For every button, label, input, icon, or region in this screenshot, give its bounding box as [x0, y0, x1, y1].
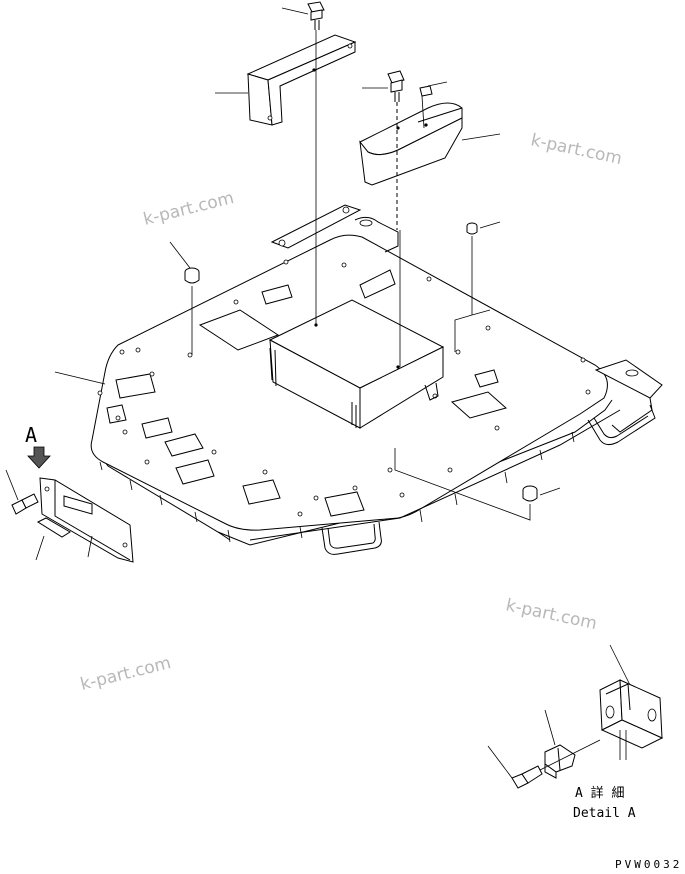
leader-lines: [5, 7, 561, 561]
plug-icon: [522, 485, 538, 502]
watermark: k-part.com: [78, 653, 173, 695]
bolt-icon: [11, 493, 39, 515]
plug-icon: [466, 222, 478, 235]
pad-icon: [36, 517, 71, 538]
watermark: k-part.com: [141, 188, 236, 230]
bolt-icon: [387, 70, 405, 102]
duct-cover: [359, 102, 463, 186]
drawing-code: PVW0032: [615, 858, 682, 871]
nut-icon: [419, 85, 433, 97]
plug-icon: [184, 267, 200, 284]
view-arrow: A: [25, 423, 51, 469]
watermark: k-part.com: [529, 130, 624, 169]
bolt-icon: [307, 1, 325, 30]
detail-title-en: Detail A: [573, 806, 636, 821]
front-plate: [39, 477, 134, 563]
detail-a: A 詳 細 Detail A: [487, 644, 664, 821]
detail-title-jp: A 詳 細: [575, 785, 624, 801]
upper-cover: [246, 34, 357, 126]
watermark: k-part.com: [504, 595, 599, 634]
view-marker-label: A: [25, 423, 37, 447]
